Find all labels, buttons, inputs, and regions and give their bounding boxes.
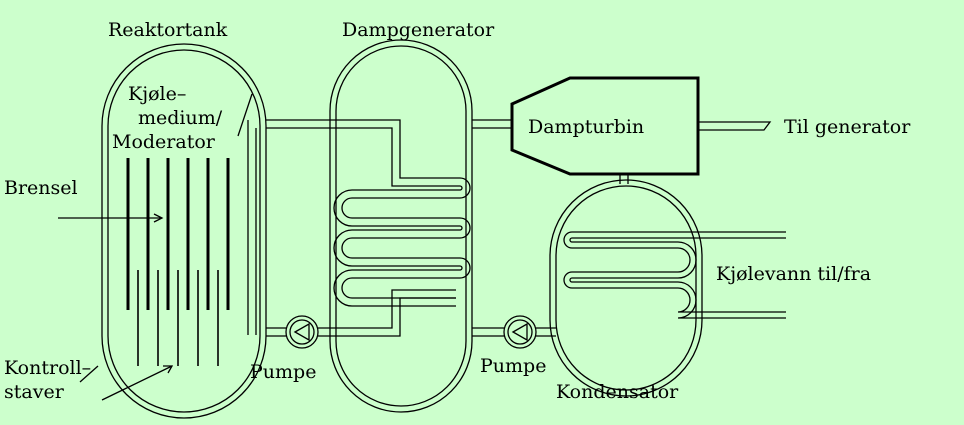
feedwater-pump-label: Pumpe xyxy=(480,355,546,377)
coolant-label-1: Kjøle– xyxy=(128,83,186,105)
generator-shaft xyxy=(698,121,772,131)
feedwater-pump-icon[interactable] xyxy=(503,315,537,349)
primary-coil xyxy=(333,177,471,307)
cooling-water-label: Kjølevann til/fra xyxy=(716,263,871,285)
exhaust-pipe xyxy=(619,174,629,184)
steam-turbine xyxy=(510,76,700,176)
fuel-rods xyxy=(126,158,230,310)
primary-pump-label: Pumpe xyxy=(250,361,316,383)
fuel-label: Brensel xyxy=(4,177,78,199)
steam-pipe xyxy=(472,119,512,129)
condenser-label: Kondensator xyxy=(556,381,679,403)
control-rods-label-1: Kontroll– xyxy=(4,357,91,379)
to-generator-label: Til generator xyxy=(784,116,911,138)
control-rods-label-2: staver xyxy=(4,381,65,403)
reactor-tank xyxy=(101,43,267,419)
control-rods xyxy=(137,270,219,366)
primary-pump-icon[interactable] xyxy=(285,315,319,349)
steam-generator-label: Dampgenerator xyxy=(342,19,495,41)
condenser-vessel xyxy=(549,179,703,397)
cooling-coil xyxy=(563,231,786,319)
feedwater-pipes xyxy=(472,327,556,337)
steam-generator xyxy=(329,39,473,413)
reactor-tank-label: Reaktortank xyxy=(108,19,228,41)
coolant-label-3: Moderator xyxy=(112,131,216,153)
turbine-label: Dampturbin xyxy=(528,116,644,138)
primary-pipes xyxy=(247,119,456,337)
leader-lines xyxy=(58,93,253,401)
coolant-label-2: medium/ xyxy=(138,107,223,129)
